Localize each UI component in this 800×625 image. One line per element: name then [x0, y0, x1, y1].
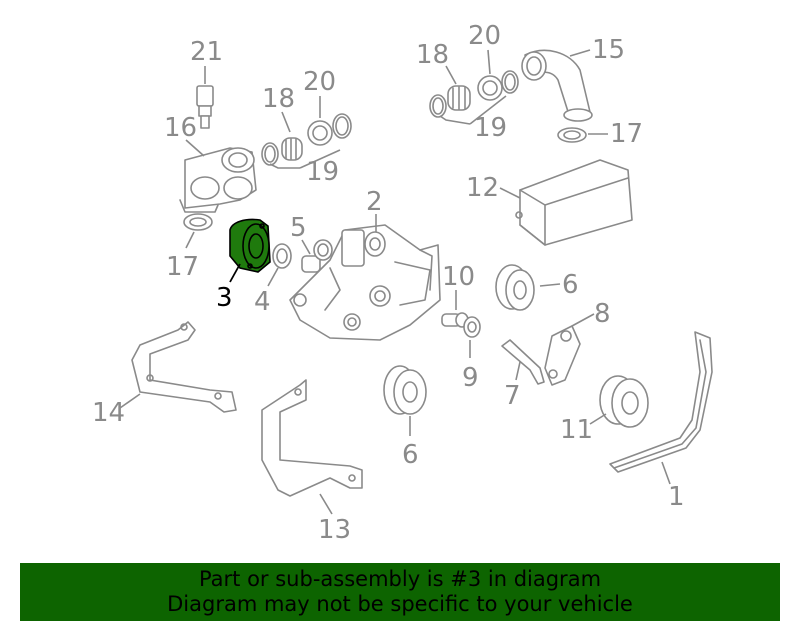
callout-6-lower: 6	[402, 440, 419, 470]
callout-11: 11	[560, 415, 593, 445]
part-8-tensioner	[544, 325, 581, 386]
callout-19-left: 19	[306, 157, 339, 187]
part-19-oring-left-2	[332, 113, 352, 139]
info-banner: Part or sub-assembly is #3 in diagram Di…	[20, 563, 780, 621]
part-2-main-bracket	[289, 224, 441, 341]
part-14-bracket	[131, 321, 237, 413]
callout-10: 10	[442, 262, 475, 292]
part-21-sensor	[196, 85, 214, 129]
banner-line-2: Diagram may not be specific to your vehi…	[167, 592, 633, 616]
part-18-seal-right	[447, 85, 471, 111]
part-4-oring	[272, 243, 292, 269]
part-19-oring-right-2	[501, 70, 519, 94]
banner-line-1: Part or sub-assembly is #3 in diagram	[198, 567, 602, 591]
part-19-oring-left	[261, 142, 279, 166]
part-1-belt	[609, 331, 713, 473]
part-6-pulley-lower	[383, 365, 427, 415]
part-17-gasket-right	[557, 127, 587, 143]
callout-13: 13	[318, 515, 351, 545]
part-20-ring-left	[307, 120, 333, 146]
callout-19-right: 19	[474, 113, 507, 143]
parts-diagram: 21 16 17 18 20 19	[92, 21, 713, 545]
callout-21: 21	[190, 37, 223, 67]
callout-3-highlighted: 3	[216, 283, 233, 313]
callout-6-upper: 6	[562, 270, 579, 300]
part-6-pulley-upper	[495, 264, 535, 311]
callout-4: 4	[254, 287, 271, 317]
callout-5: 5	[290, 213, 307, 243]
part-15-elbow	[521, 49, 593, 122]
part-12-cover	[515, 159, 633, 246]
part-11-idler	[599, 375, 649, 428]
callout-17-left: 17	[166, 252, 199, 282]
callout-12: 12	[466, 173, 499, 203]
part-5-fitting	[301, 239, 333, 273]
part-20-ring-right	[477, 75, 503, 101]
callout-15: 15	[592, 35, 625, 65]
part-3-flange-highlighted	[229, 218, 271, 273]
callout-8: 8	[594, 299, 611, 329]
callout-20-left: 20	[303, 67, 336, 97]
callout-9: 9	[462, 363, 479, 393]
callout-20-right: 20	[468, 21, 501, 51]
callout-2: 2	[366, 187, 383, 217]
part-19-oring-right	[429, 94, 447, 118]
callout-18-right: 18	[416, 40, 449, 70]
callout-7: 7	[504, 381, 521, 411]
callout-1: 1	[668, 482, 685, 512]
callout-17-right: 17	[610, 119, 643, 149]
callout-16: 16	[164, 113, 197, 143]
part-7-rod	[501, 339, 545, 385]
part-17-gasket-left	[183, 213, 213, 231]
part-13-bracket	[261, 379, 363, 497]
part-18-seal-left	[281, 137, 303, 161]
part-9-oring	[463, 316, 481, 338]
part-16-housing	[179, 147, 257, 213]
callout-18-left: 18	[262, 84, 295, 114]
callout-14: 14	[92, 398, 125, 428]
